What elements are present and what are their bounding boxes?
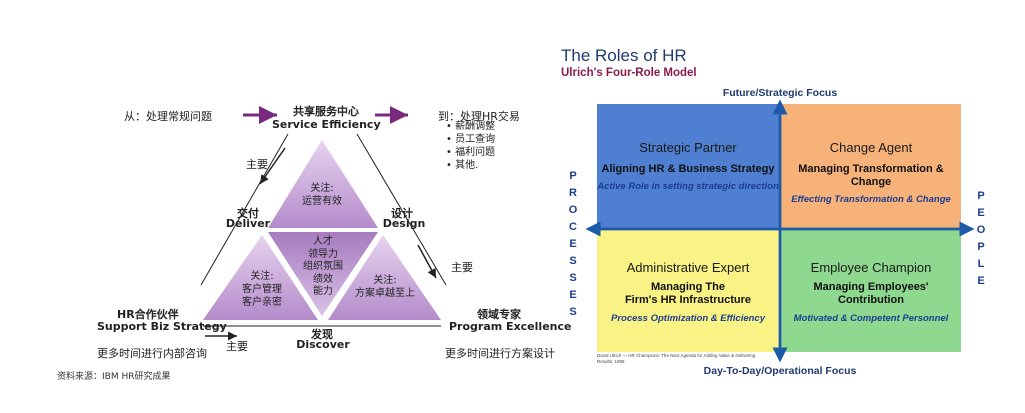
quadrant-subtitle: Managing The: [651, 281, 725, 293]
tri-center-line: 能力: [313, 286, 333, 297]
quadrant-title: Change Agent: [829, 140, 913, 155]
quadrant-italic: Motivated & Competent Personnel: [793, 313, 949, 324]
quadrant-italic: Active Role in setting strategic directi…: [597, 181, 779, 192]
tri-center-line: 领导力: [308, 248, 338, 260]
tri-top-line: 运营有效: [302, 196, 342, 207]
partner-cn: HR合作伙伴: [117, 308, 179, 321]
hr-triangle-diagram: [200, 106, 447, 341]
quadrant-title: Strategic Partner: [639, 140, 737, 155]
expert-cn: 领域专家: [477, 308, 521, 321]
quadrant-axes: [585, 99, 975, 363]
expert-en: Program Excellence: [449, 320, 572, 333]
quadrant-subtitle: Firm's HR Infrastructure: [624, 294, 752, 306]
quadrant-strategic-partner: Strategic Partner Aligning HR & Business…: [597, 104, 779, 228]
tri-top-text: 关注: 运营有效: [296, 182, 348, 208]
tri-center-line: 人才: [313, 236, 333, 247]
to-list-item: • 其他.: [446, 160, 479, 171]
partner-en: Support Biz Strategy: [97, 320, 227, 333]
triangle-right: [328, 235, 441, 320]
axis-right-label: P E O P L E: [975, 188, 987, 290]
tri-left-line: 关注:: [250, 271, 274, 282]
tri-right-line: 方案卓越至上: [355, 288, 415, 299]
triangle-top: [268, 140, 378, 228]
axis-right-letter: O: [976, 224, 986, 236]
tri-right-line: 关注:: [373, 275, 397, 286]
deliver-en: Deliver: [225, 217, 271, 230]
quadrant-italic: Effecting Transformation & Change: [791, 194, 951, 205]
citation-line: Results, 1996: [597, 359, 625, 364]
quadrant-administrative-expert: Administrative Expert Managing The Firm'…: [597, 230, 779, 352]
axis-left-letter: O: [568, 204, 578, 216]
quadrant-title: Employee Champion: [810, 260, 932, 275]
tri-center-line: 绩效: [313, 273, 333, 285]
tri-center-line: 组织氛围: [303, 261, 343, 272]
quadrant-subtitle: Managing Employees': [813, 281, 929, 293]
discover-en: Discover: [296, 338, 350, 351]
axis-left-letter: C: [569, 221, 577, 233]
outer-line-left: [200, 133, 289, 286]
quadrant-subtitle: Managing Transformation & Change: [798, 163, 944, 188]
citation-line: David Ulrich — HR Champions: The Next Ag…: [597, 353, 756, 358]
design-cn: 设计: [391, 207, 413, 220]
axis-left-letter: E: [569, 238, 577, 250]
axis-right-letter: P: [977, 190, 985, 202]
partner-note: 更多时间进行内部咨询: [97, 347, 207, 360]
arrow-right-main: [417, 244, 437, 279]
main-label-bottom: 主要: [226, 340, 248, 353]
tri-top-line: 关注:: [310, 183, 334, 194]
service-center-en: Service Efficiency: [272, 118, 381, 131]
to-list-item: • 员工查询: [446, 134, 496, 145]
design-en: Design: [382, 217, 426, 230]
from-label: 从：处理常规问题: [124, 110, 212, 123]
to-list: • 薪酬调整 • 员工查询 • 福利问题 • 其他.: [446, 120, 495, 172]
tri-right-text: 关注: 方案卓越至上: [350, 274, 420, 300]
expert-note: 更多时间进行方案设计: [445, 347, 555, 360]
main-label-right: 主要: [451, 261, 473, 274]
tri-center-text: 人才 领导力 组织氛围 绩效 能力: [297, 236, 349, 299]
quadrant-change-agent: Change Agent Managing Transformation & C…: [781, 104, 961, 228]
quadrant-subtitle: Contribution: [838, 294, 904, 306]
axis-right-letter: E: [977, 275, 985, 287]
axis-bottom-label: Day-To-Day/Operational Focus: [703, 365, 857, 377]
axis-left-letter: S: [569, 255, 577, 267]
axis-left-label: P R O C E S S E S: [567, 168, 579, 321]
triangle-center: [268, 232, 378, 316]
citation: David Ulrich — HR Champions: The Next Ag…: [597, 353, 755, 365]
axis-left-letter: P: [569, 170, 577, 182]
axis-left-letter: S: [569, 306, 577, 318]
to-label: 到：处理HR交易: [438, 110, 520, 123]
tri-left-line: 客户亲密: [242, 297, 282, 308]
axis-left-letter: R: [569, 187, 577, 199]
quadrant-italic: Process Optimization & Efficiency: [611, 313, 765, 324]
axis-right-letter: P: [977, 241, 985, 253]
page-subtitle: Ulrich's Four-Role Model: [561, 67, 697, 79]
axis-top-label: Future/Strategic Focus: [722, 87, 838, 99]
quadrant-subtitle: Aligning HR & Business Strategy: [601, 163, 775, 175]
service-center-cn: 共享服务中心: [293, 105, 359, 118]
main-label-left: 主要: [246, 158, 268, 171]
quadrant-title: Administrative Expert: [626, 260, 750, 275]
to-list-item: • 福利问题: [446, 147, 496, 158]
axis-right-letter: E: [977, 207, 985, 219]
tri-left-line: 客户管理: [242, 284, 282, 295]
axis-left-letter: E: [569, 289, 577, 301]
axis-left-letter: S: [569, 272, 577, 284]
source-note: 资料来源：IBM HR研究成果: [57, 372, 171, 382]
arrow-left-main: [259, 147, 286, 185]
axis-right-letter: L: [977, 258, 985, 270]
page-title: The Roles of HR: [561, 46, 687, 65]
outer-line-right: [356, 133, 447, 286]
discover-cn: 发现: [311, 328, 333, 341]
tri-left-text: 关注: 客户管理 客户亲密: [232, 270, 292, 309]
deliver-cn: 交付: [237, 207, 259, 220]
to-list-item: • 薪酬调整: [446, 121, 496, 132]
triangle-left: [203, 235, 318, 320]
quadrant-employee-champion: Employee Champion Managing Employees' Co…: [781, 230, 961, 352]
